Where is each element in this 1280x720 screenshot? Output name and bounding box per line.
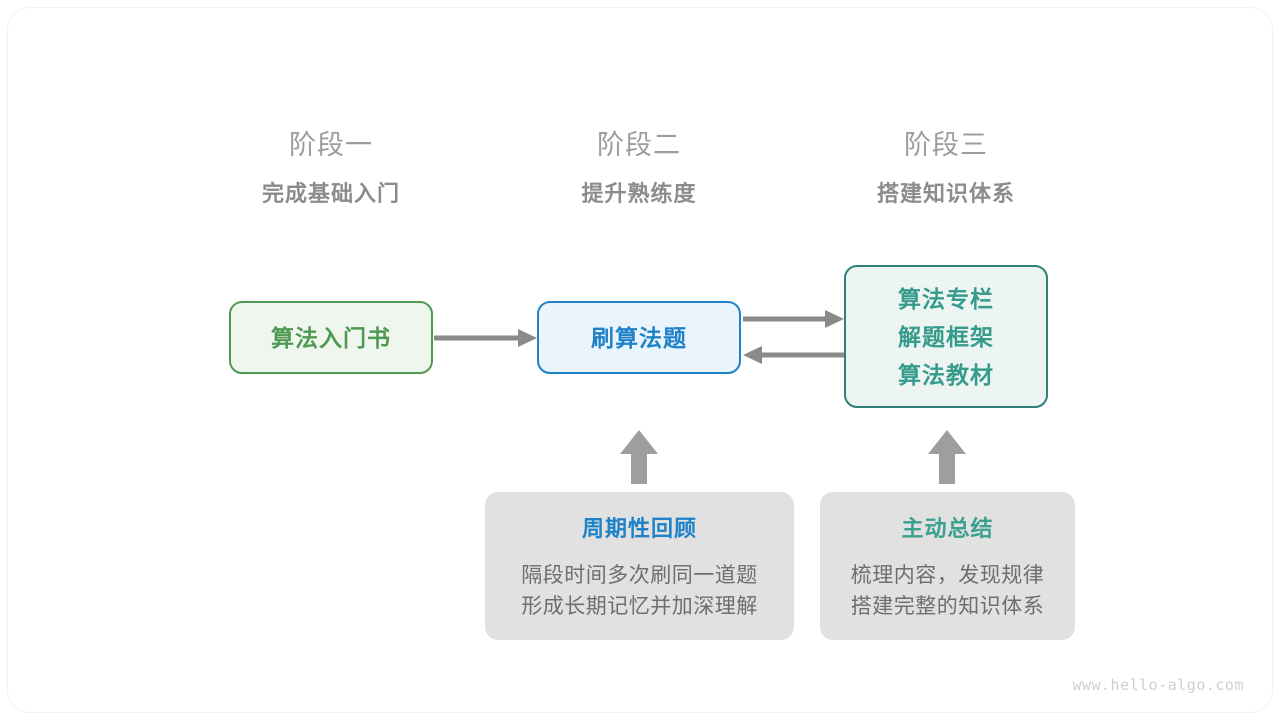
watermark-url: www.hello-algo.com	[1072, 676, 1244, 694]
flow-box-practice-problems[interactable]: 刷算法题	[537, 301, 741, 374]
flow-box-knowledge-resources-line-1: 算法专栏	[898, 285, 994, 312]
flow-box-practice-problems-line-1: 刷算法题	[591, 324, 687, 351]
flow-box-knowledge-resources-line-3: 算法教材	[898, 361, 994, 388]
phase-1-index: 阶段一	[289, 130, 373, 160]
note-card-periodic-review[interactable]: 周期性回顾 隔段时间多次刷同一道题 形成长期记忆并加深理解	[485, 492, 794, 640]
note-card-periodic-review-title: 周期性回顾	[581, 516, 697, 541]
arrow-practice-to-resources	[743, 310, 844, 328]
note-card-active-summary[interactable]: 主动总结 梳理内容，发现规律 搭建完整的知识体系	[820, 492, 1075, 640]
note-card-active-summary-body-line-2: 搭建完整的知识体系	[850, 595, 1045, 618]
note-card-periodic-review-body: 隔段时间多次刷同一道题 形成长期记忆并加深理解	[521, 560, 758, 622]
arrow-resources-to-practice	[743, 346, 844, 364]
flow-box-algorithm-intro-book-line-1: 算法入门书	[271, 324, 391, 351]
note-card-active-summary-body-line-1: 梳理内容，发现规律	[850, 564, 1045, 587]
phase-header-2: 阶段二 提升熟练度	[509, 126, 769, 211]
note-card-periodic-review-body-line-2: 形成长期记忆并加深理解	[521, 595, 758, 618]
flow-box-algorithm-intro-book[interactable]: 算法入门书	[229, 301, 433, 374]
phase-header-1: 阶段一 完成基础入门	[201, 126, 461, 211]
flow-box-knowledge-resources-line-2: 解题框架	[898, 323, 994, 350]
phase-1-title: 完成基础入门	[261, 181, 400, 206]
phase-3-index: 阶段三	[904, 130, 988, 160]
note-card-active-summary-body: 梳理内容，发现规律 搭建完整的知识体系	[851, 560, 1045, 622]
arrow-book-to-practice	[434, 329, 537, 347]
arrow-up-to-resources	[928, 430, 966, 484]
phase-3-title: 搭建知识体系	[876, 181, 1015, 206]
phase-header-3: 阶段三 搭建知识体系	[816, 126, 1076, 211]
flow-box-knowledge-resources[interactable]: 算法专栏 解题框架 算法教材	[844, 265, 1048, 408]
phase-2-index: 阶段二	[597, 130, 681, 160]
note-card-periodic-review-body-line-1: 隔段时间多次刷同一道题	[521, 564, 758, 587]
note-card-active-summary-title: 主动总结	[901, 516, 994, 541]
phase-2-title: 提升熟练度	[581, 181, 697, 206]
arrow-up-to-practice	[620, 430, 658, 484]
